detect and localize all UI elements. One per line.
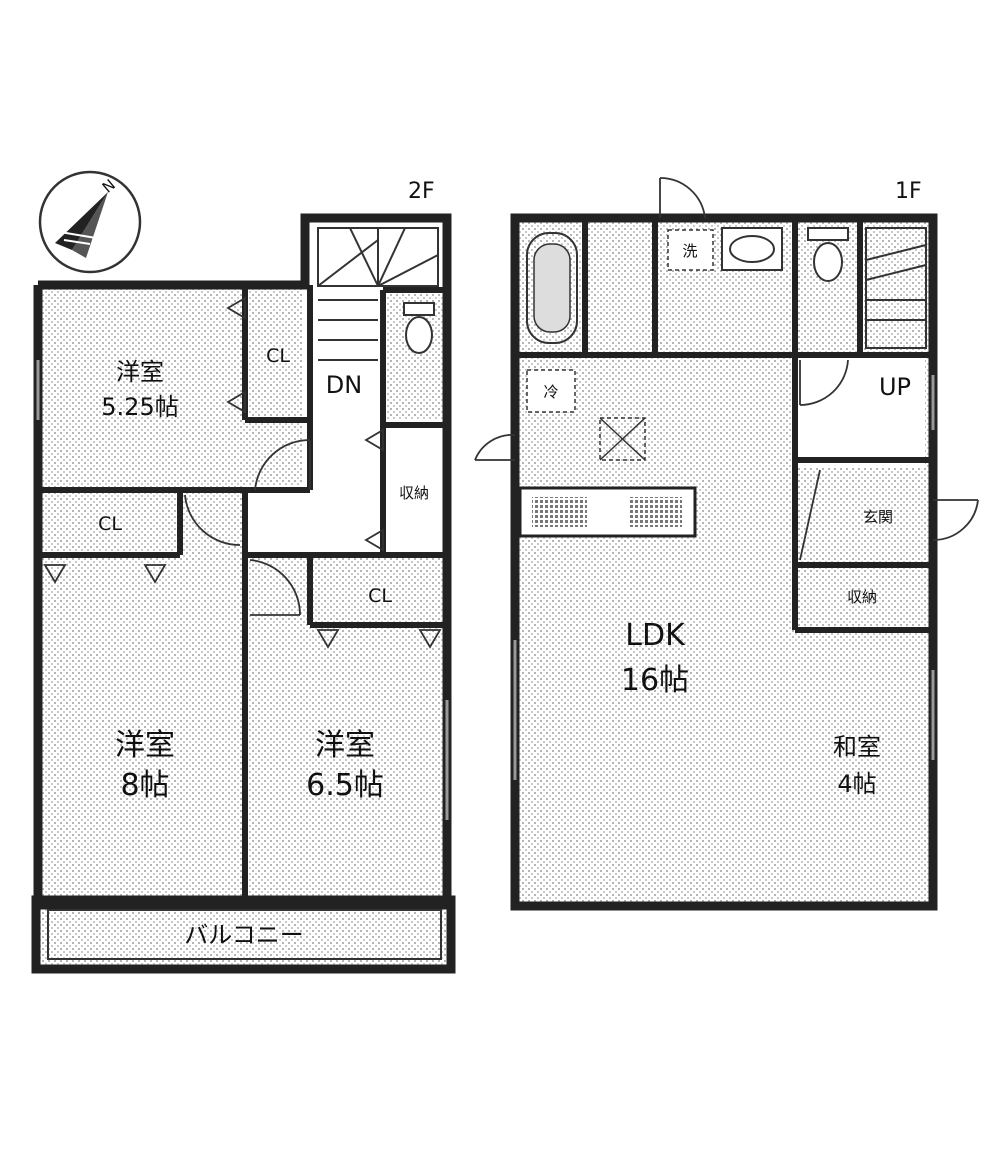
room-western-5-25-name: 洋室 bbox=[116, 358, 164, 386]
floor-1f: 1F 洗 bbox=[474, 177, 979, 911]
compass-north-icon: N bbox=[38, 170, 142, 274]
doors-1f bbox=[474, 177, 979, 561]
floor-2f-label: 2F bbox=[408, 179, 435, 204]
room-western-8-size: 8帖 bbox=[120, 768, 169, 803]
kitchen-cabinet-icon bbox=[599, 417, 646, 461]
storage-2f-label: 収納 bbox=[399, 484, 429, 502]
balcony-label: バルコニー bbox=[184, 921, 304, 949]
closet-a-label: CL bbox=[266, 345, 290, 367]
floor-2f: 2F bbox=[31, 179, 456, 974]
closet-doors-2f bbox=[43, 296, 442, 649]
up-label: UP bbox=[879, 373, 911, 401]
room-japanese-name: 和室 bbox=[833, 733, 881, 761]
fridge-label: 冷 bbox=[543, 383, 558, 401]
entrance-label: 玄関 bbox=[863, 508, 893, 526]
toilet-2f-icon bbox=[403, 302, 435, 354]
stairs-2f bbox=[317, 227, 439, 361]
room-western-8-name: 洋室 bbox=[115, 728, 175, 763]
floor-1f-label: 1F bbox=[895, 179, 922, 204]
storage-1f-label: 収納 bbox=[847, 588, 877, 606]
doors-2f bbox=[184, 439, 311, 616]
bathtub-icon bbox=[526, 232, 578, 344]
sink-icon bbox=[721, 227, 783, 271]
room-ldk-size: 16帖 bbox=[621, 663, 689, 698]
laundry-label: 洗 bbox=[682, 242, 697, 260]
toilet-1f-icon bbox=[807, 227, 849, 282]
room-ldk-name: LDK bbox=[625, 618, 686, 653]
room-japanese-size: 4帖 bbox=[837, 770, 876, 798]
room-western-6-5-size: 6.5帖 bbox=[306, 768, 384, 803]
room-western-6-5-name: 洋室 bbox=[315, 728, 375, 763]
down-label: DN bbox=[326, 371, 362, 399]
closet-c-label: CL bbox=[368, 585, 392, 607]
closet-b-label: CL bbox=[98, 513, 122, 535]
stairs-1f bbox=[865, 227, 927, 349]
kitchen-counter-icon bbox=[518, 486, 697, 538]
room-western-5-25-size: 5.25帖 bbox=[101, 393, 178, 421]
